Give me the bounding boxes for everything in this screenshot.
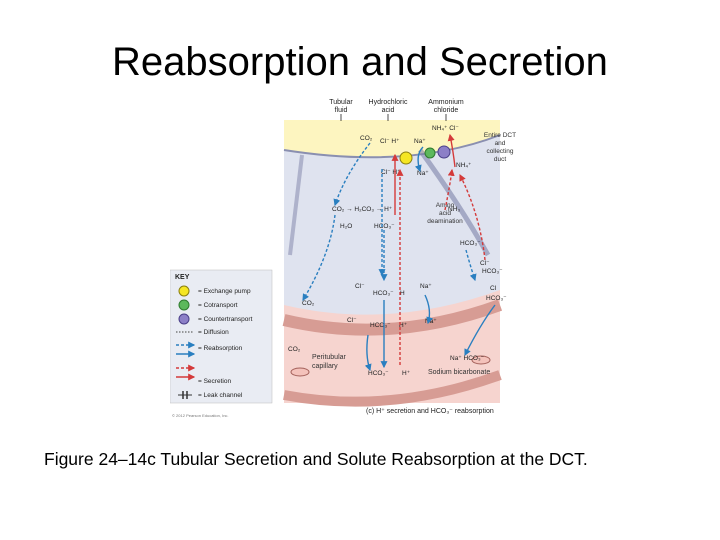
figure-caption: Figure 24–14c Tubular Secretion and Solu… [44,449,588,469]
svg-text:capillary: capillary [312,363,338,370]
ion-labels: CO₂ Cl⁻ H⁺ Na⁺ NH₄⁺ Cl⁻ NH₄⁺ Cl⁻ H⁺ Na⁺ … [288,125,507,377]
svg-text:HCO₃⁻: HCO₃⁻ [370,322,391,329]
svg-text:and: and [495,140,506,147]
svg-text:Na⁺: Na⁺ [420,283,432,290]
ammonium-chloride-label: Ammonium [428,99,464,106]
svg-text:Cl⁻ H⁺: Cl⁻ H⁺ [381,169,401,176]
legend-cotransport: = Cotransport [198,302,238,309]
svg-text:CO₂ → H₂CO₃ → H⁺: CO₂ → H₂CO₃ → H⁺ [332,206,393,213]
svg-text:NH₄⁺: NH₄⁺ [456,162,472,169]
svg-text:H⁺: H⁺ [402,370,411,377]
svg-text:Cl⁻: Cl⁻ [480,260,490,267]
svg-text:Na⁺: Na⁺ [425,318,437,325]
secretion-arrows [391,133,486,365]
svg-text:Cl: Cl [490,285,497,292]
svg-text:Cl⁻: Cl⁻ [347,317,357,324]
svg-text:Peritubular: Peritubular [312,354,347,361]
countertransport-icon [437,145,451,159]
hydrochloric-acid-label: Hydrochloric [369,99,408,106]
svg-text:HCO₃⁻: HCO₃⁻ [486,295,507,302]
svg-text:Na⁺ HCO₃⁻: Na⁺ HCO₃⁻ [450,355,485,362]
legend-leak-channel-icon [178,391,192,399]
legend-diffusion: = Diffusion [198,329,229,336]
cotransport-icon [424,147,436,159]
legend-countertransport-icon [178,313,190,325]
tubular-fluid-label: Tubular [329,99,353,106]
reabsorption-arrows [302,142,496,372]
svg-text:Entire DCT: Entire DCT [484,132,516,139]
dct-region-label: Entire DCT and collecting duct [484,132,516,163]
tubular-fluid-label-2: fluid [335,107,348,114]
svg-text:CO₂: CO₂ [302,300,315,307]
svg-text:H: H [400,290,405,297]
deamination-label: Amino acid deamination [427,202,463,225]
svg-text:H⁺: H⁺ [399,322,408,329]
header-labels: Tubular fluid Hydrochloric acid Ammonium… [329,99,464,114]
legend-title: KEY [175,274,190,281]
legend-exchange-pump-icon [178,285,190,297]
copyright-notice: © 2012 Pearson Education, Inc. [172,413,229,418]
svg-text:Cl⁻ H⁺: Cl⁻ H⁺ [380,138,400,145]
legend-cotransport-icon [178,299,190,311]
legend-exchange-pump: = Exchange pump [198,288,251,295]
legend-box: KEY = Exchange pump = Cotransport = Coun… [170,269,273,404]
svg-text:NH₄⁺ Cl⁻: NH₄⁺ Cl⁻ [432,125,459,132]
legend-countertransport: = Countertransport [198,316,253,323]
header-pointers [340,114,447,121]
svg-text:HCO₃⁻: HCO₃⁻ [460,240,481,247]
exchange-pump-icon [399,151,413,165]
legend-reabsorption: = Reabsorption [198,345,243,352]
dct-secretion-diagram: Tubular fluid Hydrochloric acid Ammonium… [170,99,516,418]
svg-text:NH₃: NH₃ [448,206,460,213]
svg-text:CO₂: CO₂ [360,135,373,142]
svg-text:acid: acid [439,210,451,217]
svg-text:Na⁺: Na⁺ [414,138,426,145]
svg-text:HCO₃⁻: HCO₃⁻ [482,268,503,275]
svg-text:HCO₃⁻: HCO₃⁻ [374,223,395,230]
svg-text:HCO₃⁻: HCO₃⁻ [373,290,394,297]
svg-text:duct: duct [494,156,506,163]
svg-text:CO₂: CO₂ [288,346,301,353]
svg-text:H₂O: H₂O [340,223,352,230]
svg-text:Na⁺: Na⁺ [417,170,429,177]
sodium-bicarbonate-label: Sodium bicarbonate [428,369,490,376]
svg-text:Amino: Amino [436,202,455,209]
svg-text:deamination: deamination [427,218,463,225]
capillary-label: Peritubular capillary [312,354,347,370]
legend-leak-channel: = Leak channel [198,392,243,399]
hydrochloric-acid-label-2: acid [382,107,395,114]
svg-text:collecting: collecting [486,148,513,155]
ammonium-chloride-label-2: chloride [434,107,459,114]
legend-secretion: = Secretion [198,378,231,385]
svg-text:Cl⁻: Cl⁻ [355,283,365,290]
slide-title: Reabsorption and Secretion [112,40,608,84]
svg-text:HCO₃⁻: HCO₃⁻ [368,370,389,377]
panel-caption: (c) H⁺ secretion and HCO₃⁻ reabsorption [366,408,494,415]
